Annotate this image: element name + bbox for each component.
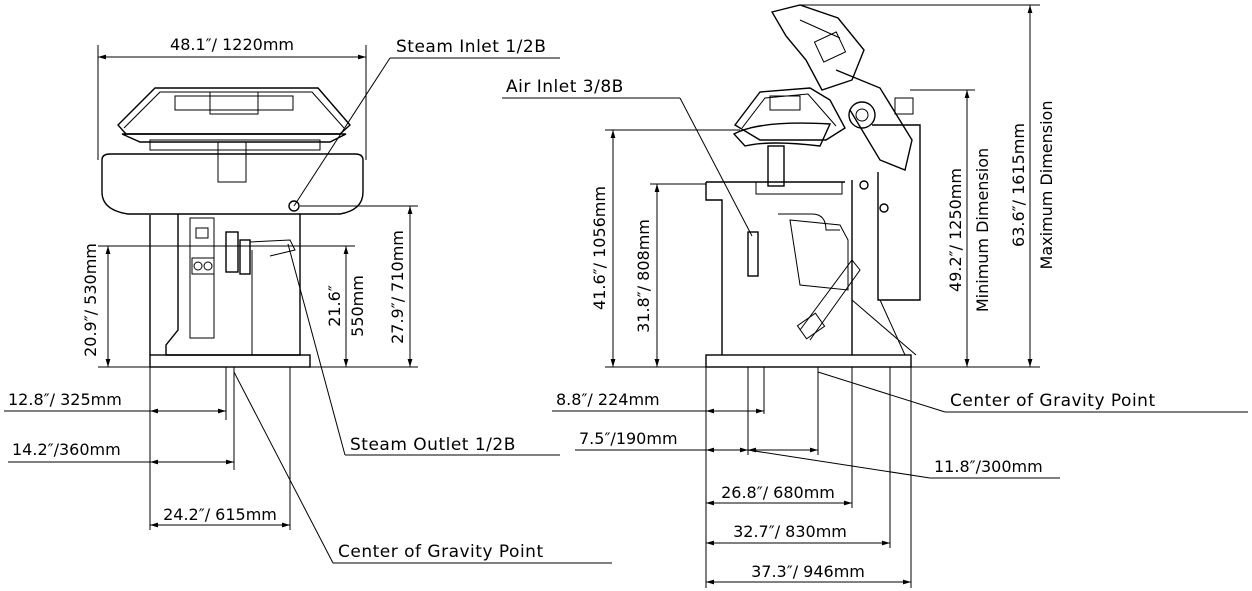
max-dimension-label: Maximum Dimension bbox=[1037, 101, 1056, 270]
side-head-lowered bbox=[733, 87, 846, 141]
dim-label-360: 14.2″/360mm bbox=[12, 440, 121, 459]
side-dimensions: Air Inlet 3/8B 41.6″/ 1056mm 31.8″/ 808m… bbox=[502, 4, 1248, 588]
side-pivot-block bbox=[894, 97, 914, 115]
front-base bbox=[149, 354, 311, 368]
front-column bbox=[217, 141, 247, 183]
steam-outlet-leader bbox=[287, 243, 346, 456]
front-cog-leader bbox=[233, 371, 334, 564]
front-machine bbox=[101, 87, 364, 368]
dim-label-550-b: 550mm bbox=[348, 275, 367, 337]
dim-label-300: 11.8″/300mm bbox=[934, 457, 1043, 476]
dim-label-1250: 49.2″/ 1250mm bbox=[946, 168, 965, 292]
dim-label-190: 7.5″/190mm bbox=[579, 429, 678, 448]
front-gauge-1 bbox=[193, 261, 203, 271]
side-top-rail bbox=[755, 181, 843, 195]
side-rear-box bbox=[872, 124, 921, 301]
side-head-raised bbox=[770, 4, 865, 91]
front-regulator-1 bbox=[225, 231, 239, 273]
front-dimensions: 48.1″/ 1220mm Steam Inlet 1/2B 20.9″/ 53… bbox=[4, 35, 612, 564]
front-head-bar bbox=[174, 95, 294, 111]
side-column bbox=[767, 145, 785, 187]
side-arm bbox=[835, 69, 913, 171]
side-head-panel bbox=[813, 31, 847, 63]
front-head-plate bbox=[121, 133, 347, 143]
air-inlet-label: Air Inlet 3/8B bbox=[506, 77, 624, 97]
front-pedestal-panel bbox=[189, 217, 215, 339]
dim-label-530: 20.9″/ 530mm bbox=[81, 243, 100, 357]
steam-inlet-leader bbox=[293, 57, 391, 207]
air-inlet-leader bbox=[679, 97, 753, 237]
steam-outlet-label: Steam Outlet 1/2B bbox=[350, 435, 516, 455]
front-steam-pipe bbox=[249, 239, 296, 257]
side-pedal-block bbox=[796, 312, 826, 340]
side-pivot bbox=[848, 101, 876, 129]
dim-label-808: 31.8″/ 808mm bbox=[634, 219, 653, 333]
dim-label-550-a: 21.6″ bbox=[325, 285, 344, 327]
dim-label-830: 32.7″/ 830mm bbox=[733, 522, 847, 541]
front-gauge-2 bbox=[203, 261, 213, 271]
front-regulator-2 bbox=[239, 239, 251, 275]
dim-label-946: 37.3″/ 946mm bbox=[751, 562, 865, 581]
side-frame-front bbox=[705, 182, 723, 355]
dim-label-680: 26.8″/ 680mm bbox=[721, 483, 835, 502]
front-buck-body bbox=[101, 153, 364, 215]
front-control-box bbox=[195, 227, 209, 239]
side-view: Air Inlet 3/8B 41.6″/ 1056mm 31.8″/ 808m… bbox=[502, 4, 1248, 588]
front-buck-plate bbox=[149, 139, 321, 151]
dim-label-615: 24.2″/ 615mm bbox=[163, 505, 277, 524]
steam-inlet-label: Steam Inlet 1/2B bbox=[396, 37, 546, 57]
side-cog-label: Center of Gravity Point bbox=[950, 391, 1156, 411]
dim-label-1056: 41.6″/ 1056mm bbox=[590, 186, 609, 310]
dim-label-224: 8.8″/ 224mm bbox=[556, 390, 660, 409]
side-base bbox=[705, 354, 912, 368]
front-head-window bbox=[209, 91, 259, 115]
dim-label-710: 27.9″/ 710mm bbox=[388, 230, 407, 344]
side-air-regulator bbox=[747, 231, 759, 277]
side-head-control bbox=[769, 95, 801, 111]
dim-label-1615: 63.6″/ 1615mm bbox=[1009, 123, 1028, 247]
front-view: 48.1″/ 1220mm Steam Inlet 1/2B 20.9″/ 53… bbox=[4, 35, 612, 564]
side-linkage bbox=[799, 259, 861, 341]
front-pedestal bbox=[165, 214, 301, 356]
side-machine bbox=[705, 4, 921, 368]
front-cog-label: Center of Gravity Point bbox=[338, 542, 544, 562]
min-dimension-label: Minimum Dimension bbox=[973, 148, 992, 312]
front-gauge-box bbox=[191, 257, 215, 275]
side-cog-leader bbox=[817, 371, 946, 413]
side-buck bbox=[732, 122, 832, 147]
side-hose bbox=[778, 213, 840, 231]
dim-label-325: 12.8″/ 325mm bbox=[8, 390, 122, 409]
dim-label-1220: 48.1″/ 1220mm bbox=[170, 35, 294, 54]
